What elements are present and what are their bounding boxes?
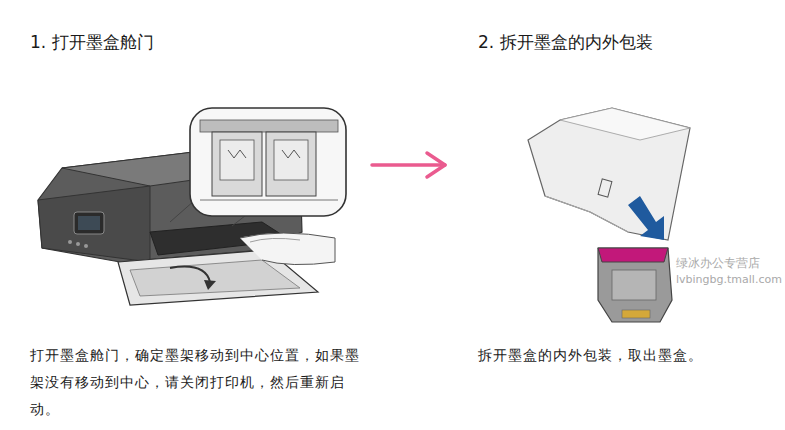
watermark: lvbingbg.tmall.com: [676, 272, 782, 287]
step-panel: 2. 拆开墨盒的内外包装拆开墨盒的内外包装，取出墨盒。: [445, 30, 765, 425]
step-panel: 1. 打开墨盒舱门打开墨盒舱门，确定墨架移动到中心位置，如果墨架没有移动到中心，…: [30, 30, 372, 427]
step-description: 打开墨盒舱门，确定墨架移动到中心位置，如果墨架没有移动到中心，请关闭打印机，然后…: [30, 342, 372, 423]
watermark: 绿冰办公专营店: [676, 256, 760, 271]
step-heading: 2. 拆开墨盒的内外包装: [478, 30, 765, 54]
zoom-inset: [170, 108, 346, 226]
step-description: 拆开墨盒的内外包装，取出墨盒。: [478, 342, 765, 369]
cartridge-drawing: [528, 108, 690, 322]
step-heading: 1. 打开墨盒舱门: [30, 30, 372, 54]
flow-arrow: [372, 163, 445, 167]
